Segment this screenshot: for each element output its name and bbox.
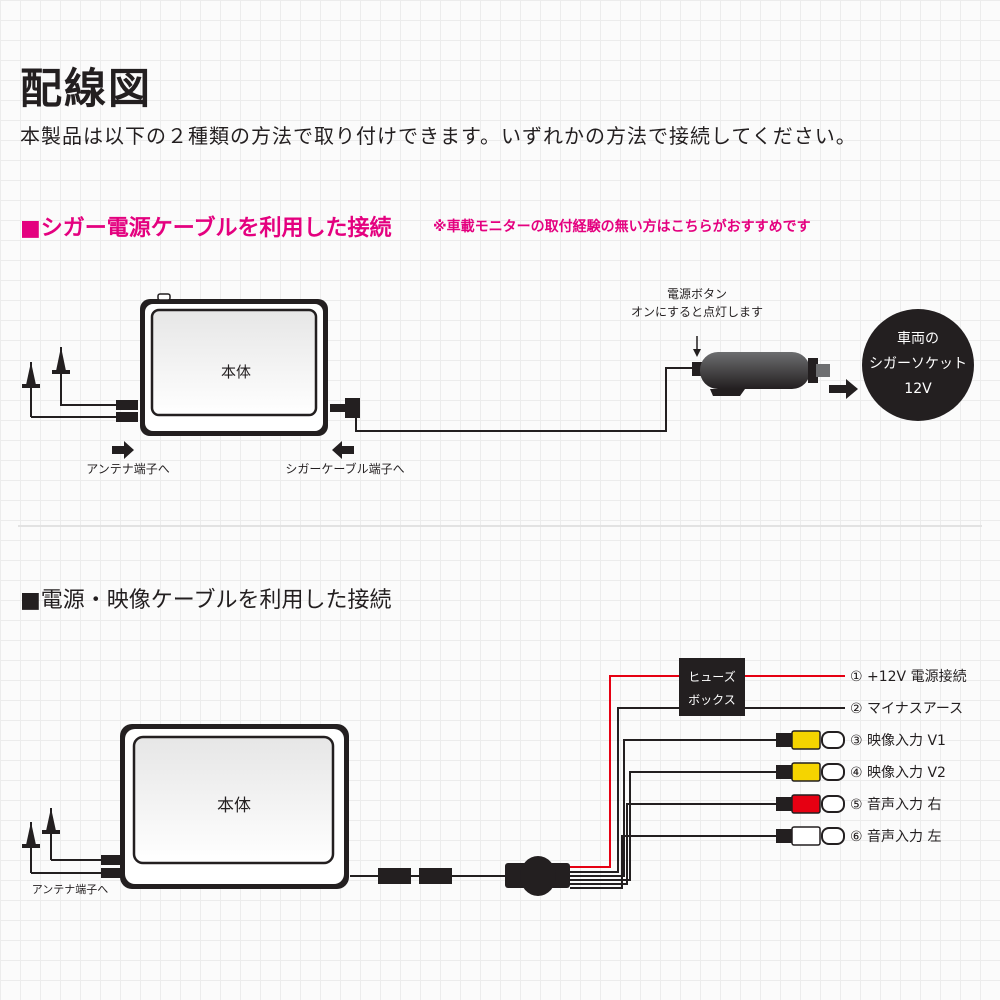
antenna-label-2: アンテナ端子へ	[32, 883, 109, 896]
arrow-icon	[112, 441, 354, 459]
cigar-plug-icon	[692, 352, 830, 396]
section-divider	[18, 525, 982, 527]
rca-plug-audio-right-icon	[776, 794, 845, 814]
power-button-label-2: オンにすると点灯します	[631, 305, 763, 319]
rca-plug-video2-icon	[776, 762, 845, 782]
arrow-icon	[829, 379, 858, 399]
page-intro: 本製品は以下の２種類の方法で取り付けできます。いずれかの方法で接続してください。	[20, 124, 857, 148]
section2-diagram: 本体 アンテナ端子へ	[22, 658, 967, 896]
antenna-icon	[30, 808, 103, 874]
antenna-label-1: アンテナ端子へ	[86, 462, 170, 476]
fuse-box-icon	[679, 658, 745, 716]
connection-label-ground: ② マイナスアース	[850, 701, 963, 717]
page-title: 配線図	[20, 64, 153, 113]
monitor-unit-2: 本体	[120, 724, 349, 889]
monitor-unit-1: 本体	[140, 293, 328, 436]
rca-plug-audio-left-icon	[776, 826, 845, 846]
connection-label-audio-right: ⑤ 音声入力 右	[850, 796, 941, 813]
cigar-cable-label: シガーケーブル端子へ	[285, 461, 404, 476]
connector-hub-icon	[505, 856, 570, 896]
fuse-box-label-1: ヒューズ	[688, 669, 735, 684]
connection-label-power: ① +12V 電源接続	[850, 668, 967, 685]
cigar-socket-icon	[862, 309, 974, 421]
rca-plug-video1-icon	[776, 730, 845, 750]
section1-note: ※車載モニターの取付経験の無い方はこちらがおすすめです	[433, 219, 811, 235]
socket-label-1: 車両の	[897, 330, 939, 347]
power-button-label-1: 電源ボタン	[667, 287, 727, 301]
fuse-box-label-2: ボックス	[688, 693, 736, 707]
section2-heading: ■電源・映像ケーブルを利用した接続	[20, 588, 392, 613]
section1-heading: ■シガー電源ケーブルを利用した接続	[20, 216, 392, 241]
monitor-label-2: 本体	[217, 796, 251, 816]
connection-label-audio-left: ⑥ 音声入力 左	[850, 828, 941, 845]
socket-label-2: シガーソケット	[869, 356, 967, 372]
socket-label-3: 12V	[904, 381, 932, 397]
connection-label-video1: ③ 映像入力 V1	[850, 733, 946, 749]
section1-diagram: 本体 アンテナ端子へ シガーケーブル端子へ	[22, 287, 974, 476]
monitor-label-1: 本体	[221, 363, 251, 381]
antenna-icon	[30, 347, 118, 418]
connection-label-video2: ④ 映像入力 V2	[850, 765, 946, 781]
